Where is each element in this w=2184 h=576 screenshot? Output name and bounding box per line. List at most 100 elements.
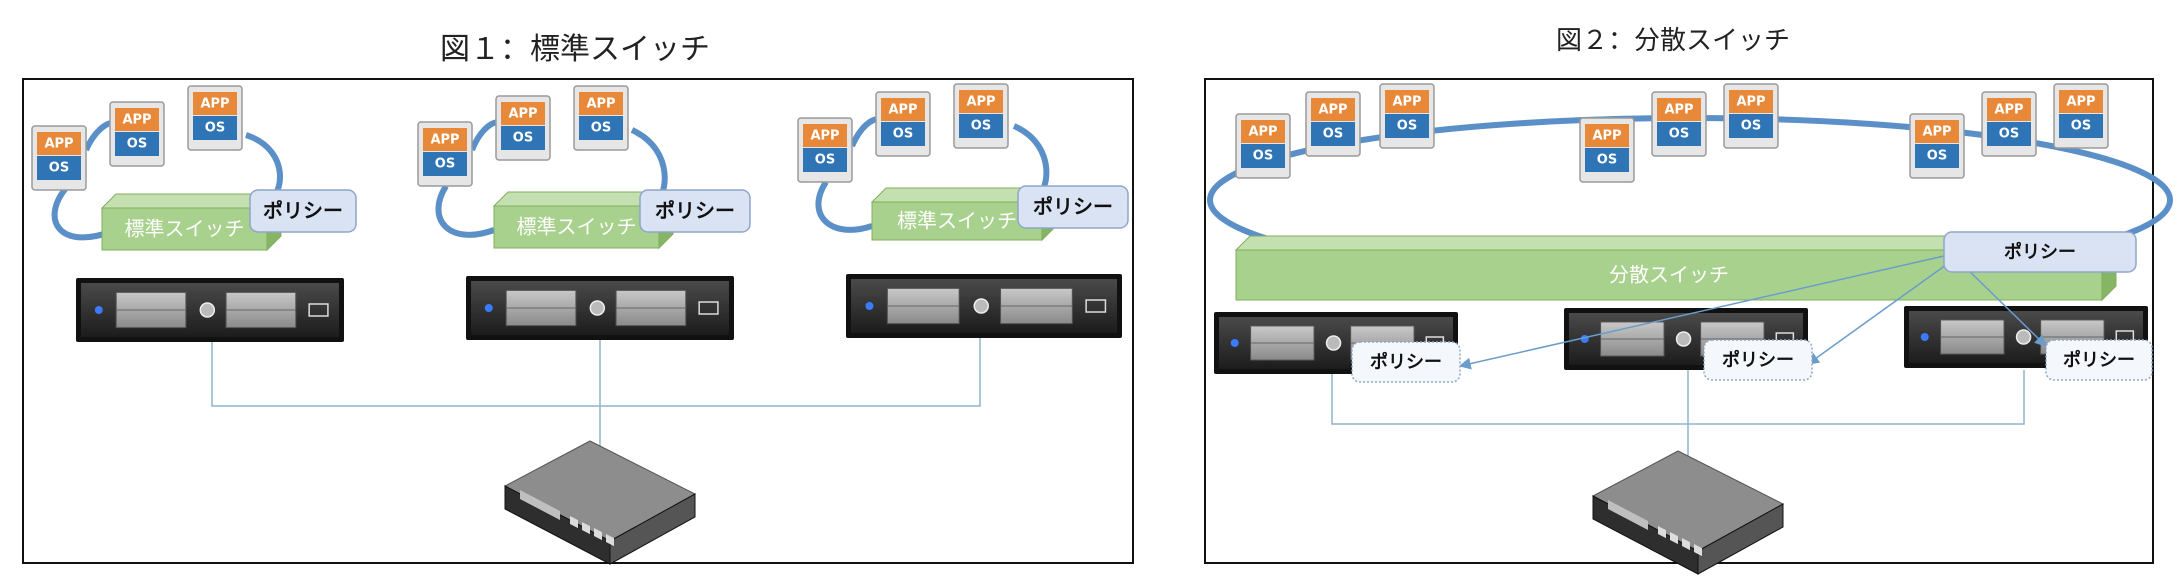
vm-os-block xyxy=(501,126,545,150)
vm-os-label: OS xyxy=(971,119,991,134)
policy-label: ポリシー xyxy=(263,199,343,223)
switch-port xyxy=(594,528,602,541)
vm-app-label: APP xyxy=(1736,95,1765,110)
server-led xyxy=(94,306,103,314)
switch-label: 標準スイッチ xyxy=(897,209,1017,233)
switch-side xyxy=(1697,503,1784,575)
vm-os-label: OS xyxy=(127,137,147,152)
server-host xyxy=(466,276,734,340)
server-power-button xyxy=(2015,329,2032,345)
vm-app-block xyxy=(1729,90,1773,113)
vm-app-label: APP xyxy=(44,137,73,152)
policy-callout: ポリシー xyxy=(2045,339,2153,381)
policy-box xyxy=(1351,341,1461,383)
uplink-line xyxy=(211,338,981,407)
policy-box xyxy=(1943,231,2137,273)
vm-os-block xyxy=(881,122,925,146)
figure1-title: 図１：標準スイッチ xyxy=(440,32,710,67)
vm-os-label: OS xyxy=(1741,119,1761,134)
server-power-button xyxy=(589,300,606,316)
vm-app-label: APP xyxy=(1922,125,1951,140)
network-switch xyxy=(503,440,697,565)
vm-os-label: OS xyxy=(49,161,69,176)
network-switch xyxy=(1591,450,1785,575)
switch-port xyxy=(1682,538,1690,551)
vm-os-label: OS xyxy=(1999,127,2019,142)
server-power-button xyxy=(199,302,216,318)
switch-label: 標準スイッチ xyxy=(125,217,245,241)
vm-app-label: APP xyxy=(2066,95,2095,110)
server-led xyxy=(484,304,493,312)
vm-os-block xyxy=(193,116,237,140)
vm-os-block xyxy=(803,148,847,172)
server-power-button xyxy=(1325,335,1342,351)
vm-app-label: APP xyxy=(966,95,995,110)
vm-app-block xyxy=(959,90,1003,113)
vm-app-block xyxy=(2059,90,2103,113)
switch-panel xyxy=(520,490,560,520)
vm-os-block xyxy=(579,116,623,140)
vm-os-label: OS xyxy=(435,157,455,172)
policy-callout: ポリシー xyxy=(249,189,357,233)
policy-callout: ポリシー xyxy=(1017,185,1129,229)
server-port xyxy=(1085,299,1107,313)
vm-app-label: APP xyxy=(430,133,459,148)
vm-app-label: APP xyxy=(200,97,229,112)
policy-label: ポリシー xyxy=(655,199,735,223)
server-host xyxy=(76,278,344,342)
vm-os-label: OS xyxy=(1323,127,1343,142)
policy-callout: ポリシー xyxy=(1703,339,1813,381)
vm-os-block xyxy=(2059,114,2103,138)
vm-os-block xyxy=(115,132,159,156)
vm-os-label: OS xyxy=(1669,127,1689,142)
vm-app-label: APP xyxy=(1592,129,1621,144)
vm-icon: APP OS xyxy=(1723,83,1779,149)
vm-app-block xyxy=(193,92,237,115)
vm-icon: APP OS xyxy=(31,125,87,191)
vm-os-block xyxy=(1385,114,1429,138)
vm-app-label: APP xyxy=(586,97,615,112)
policy-distribution-arrow xyxy=(1959,261,2047,347)
vm-app-label: APP xyxy=(888,103,917,118)
vm-os-block xyxy=(423,152,467,176)
server-power-button xyxy=(973,298,989,314)
vm-os-block xyxy=(1987,122,2031,146)
vm-app-block xyxy=(1311,98,1355,121)
policy-box xyxy=(1703,339,1813,381)
server-led xyxy=(865,302,874,310)
vm-icon: APP OS xyxy=(953,83,1009,149)
switch-port xyxy=(570,516,578,529)
server-port xyxy=(698,301,719,315)
policy-callout: ポリシー xyxy=(639,189,751,233)
vm-app-block xyxy=(1385,90,1429,113)
switch-port xyxy=(582,522,590,535)
server-port xyxy=(308,303,329,317)
vm-app-block xyxy=(37,132,81,155)
policy-distribution-arrow xyxy=(1458,255,1945,370)
vm-os-label: OS xyxy=(893,127,913,142)
policy-label: ポリシー xyxy=(1033,195,1113,219)
vm-app-label: APP xyxy=(508,107,537,122)
vm-app-label: APP xyxy=(1392,95,1421,110)
switch-port xyxy=(1694,544,1702,557)
switch-front-face xyxy=(493,205,660,249)
vm-os-block xyxy=(1585,148,1629,172)
vm-icon: APP OS xyxy=(417,121,473,187)
switch-port xyxy=(1670,532,1678,545)
server-led xyxy=(1230,339,1239,347)
standard-switch: 標準スイッチ xyxy=(100,192,283,252)
switch-label: 分散スイッチ xyxy=(1609,263,1729,287)
vm-app-block xyxy=(803,124,847,147)
vm-app-block xyxy=(1987,98,2031,121)
vm-app-label: APP xyxy=(1248,125,1277,140)
